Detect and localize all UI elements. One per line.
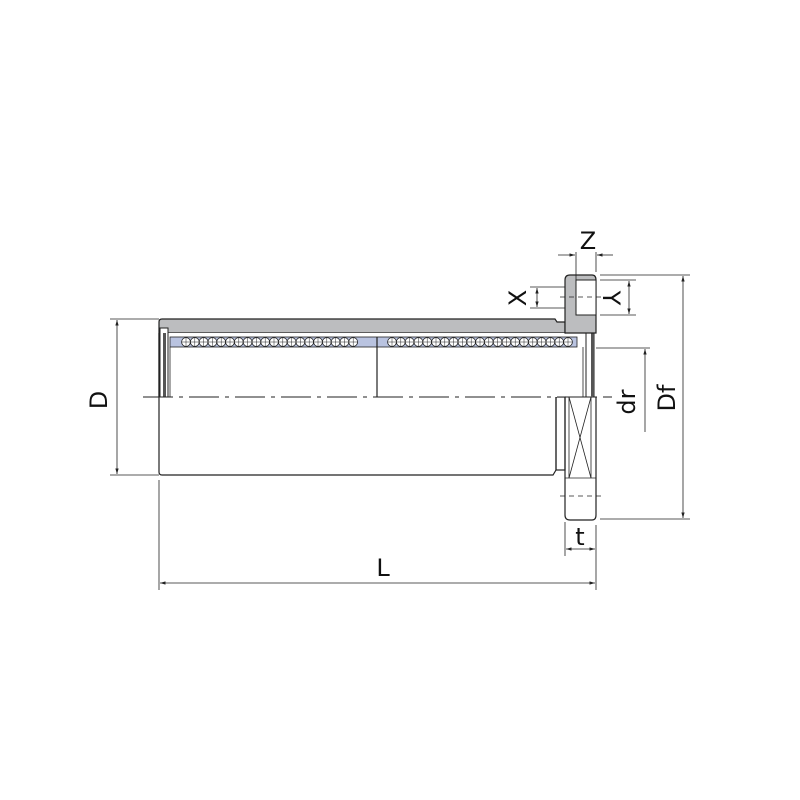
ball-row [181, 337, 573, 347]
dimension-L: L [158, 480, 597, 590]
dimension-Z: Z [558, 227, 613, 280]
bearing-body [158, 318, 595, 476]
dimension-Df: Df [600, 274, 690, 520]
svg-text:X: X [504, 290, 532, 306]
flange [560, 274, 602, 521]
svg-text:D: D [85, 391, 113, 409]
svg-text:t: t [575, 523, 584, 551]
svg-text:Y: Y [597, 290, 625, 306]
dimension-t: t [564, 522, 595, 556]
svg-text:Z: Z [580, 227, 596, 255]
svg-text:Df: Df [653, 384, 681, 411]
svg-text:L: L [376, 554, 390, 582]
svg-text:dr: dr [613, 389, 641, 414]
dimension-D: D [85, 318, 159, 476]
dimension-Y: Y [597, 279, 636, 316]
ball-retainer [169, 336, 578, 348]
dimension-dr: dr [596, 347, 650, 432]
dimension-X: X [504, 286, 565, 309]
